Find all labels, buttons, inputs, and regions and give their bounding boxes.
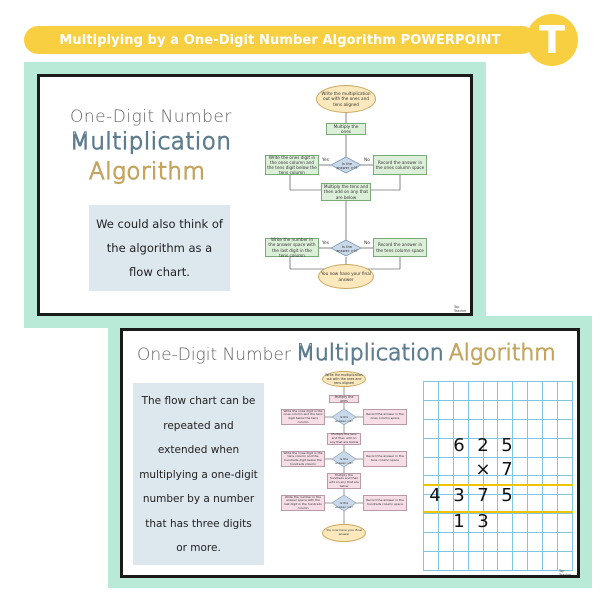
logo-letter: T <box>539 18 565 62</box>
flow-q1: Is the answer >9? <box>336 162 358 170</box>
decision-diamond-1 <box>331 408 357 426</box>
flow-q1: Is the answer >9? <box>335 415 353 423</box>
flow-q3: Is the answer >9? <box>335 501 353 509</box>
flow-right-1: Record the answer in the ones column spa… <box>363 409 407 425</box>
banner-title: Multiplying by a One-Digit Number Algori… <box>59 32 501 48</box>
slide2-frame: One-Digit Number Multiplication Algorith… <box>108 316 592 588</box>
note-line: that has three digits <box>145 517 252 530</box>
carry-line <box>423 511 573 513</box>
slide2-title-part1: One-Digit Number <box>137 345 291 365</box>
flow-yes-1: Yes <box>322 158 329 163</box>
flow-right-2: Record the answer in the tens column spa… <box>373 238 427 257</box>
carry-digit: 1 <box>453 511 465 532</box>
slide2-note: The flow chart can be repeated and exten… <box>133 383 264 565</box>
flow-start: Write the multiplication out with the on… <box>322 371 366 387</box>
note-line: repeated and <box>163 419 234 432</box>
carry-digit: 3 <box>477 511 489 532</box>
flow-step-multiply-hundreds: Multiply the hundreds and then add on an… <box>327 473 361 489</box>
flow-left-1: Write the ones digit in the ones column … <box>265 155 319 175</box>
digit: 2 <box>477 435 489 456</box>
digit: 3 <box>453 485 465 506</box>
note-line: multiplying a one-digit <box>139 468 258 481</box>
digit: 5 <box>501 435 513 456</box>
slide1-title-line1: One-Digit Number <box>70 107 232 127</box>
slide2-title-part2: Multiplication <box>295 340 444 366</box>
page-banner: Multiplying by a One-Digit Number Algori… <box>24 26 536 54</box>
decision-diamond-2 <box>330 239 362 257</box>
digit: 6 <box>453 435 465 456</box>
flow-right-3: Record the answer in the hundreds column… <box>363 495 407 511</box>
answer-line <box>423 484 573 486</box>
decision-diamond-2 <box>331 450 357 468</box>
digit: 5 <box>501 485 513 506</box>
flow-no-2: No <box>364 241 370 246</box>
digit: 4 <box>429 485 441 506</box>
note-line: flow chart. <box>129 265 190 279</box>
flow-left-2: Write the number in the answer space wit… <box>265 237 319 258</box>
slide1-watermark: Top Teacher <box>454 305 467 313</box>
note-line: or more. <box>176 542 221 554</box>
digit: 7 <box>477 485 489 506</box>
multiply-sign: × <box>475 459 491 480</box>
flowchart-connectors <box>289 113 401 270</box>
flow-left-2: Write the ones digit in the tens column … <box>281 451 325 467</box>
note-line: extended when <box>157 444 240 456</box>
flow-left-1: Write the ones digit in the ones column … <box>281 409 325 425</box>
note-line: number by a number <box>142 493 255 505</box>
flow-right-1: Record the answer in the ones column spa… <box>373 155 427 175</box>
flow-step-multiply-tens: Multiply the tens and then add on any th… <box>327 433 361 445</box>
flow-step-multiply-tens: Multiply the tens and then add on any th… <box>321 183 371 201</box>
slide1: One-Digit Number Multiplication Algorith… <box>37 74 473 316</box>
slide1-frame: One-Digit Number Multiplication Algorith… <box>24 62 486 328</box>
slide1-title-line2: Multiplication <box>69 128 232 155</box>
flowchart-connectors <box>325 387 363 524</box>
slide1-note: We could also think of the algorithm as … <box>89 205 230 291</box>
note-line: The flow chart can be <box>141 395 256 407</box>
digit: 7 <box>501 459 513 480</box>
flow-yes-2: Yes <box>322 241 329 246</box>
flow-step-multiply-ones: Multiply the ones <box>326 123 366 135</box>
flow-end: You now have your final answer <box>322 524 366 542</box>
slide1-flowchart: Write the multiplication out with the on… <box>250 83 470 313</box>
top-teacher-logo: T <box>526 14 578 66</box>
slide2: One-Digit Number Multiplication Algorith… <box>120 328 580 578</box>
slide2-flowchart: Write the multiplication out with the on… <box>267 371 417 575</box>
flow-left-3: Write the number in the answer space wit… <box>281 495 325 511</box>
slide2-watermark: Top Teacher <box>559 569 572 577</box>
slide2-title-part3: Algorithm <box>448 340 556 366</box>
flow-end: You now have your final answer <box>318 264 374 289</box>
note-line: the algorithm as a <box>106 241 213 255</box>
flow-right-2: Record the answer in the tens column spa… <box>363 451 407 467</box>
note-line: We could also think of <box>96 217 223 231</box>
decision-diamond-3 <box>331 494 357 512</box>
flow-q2: Is the answer >9? <box>335 457 353 465</box>
flow-no-1: No <box>364 158 370 163</box>
slide1-title-line3: Algorithm <box>88 158 206 185</box>
flow-q2: Is the answer >9? <box>336 245 358 253</box>
flow-start: Write the multiplication out with the on… <box>316 85 376 113</box>
slide2-title: One-Digit Number Multiplication Algorith… <box>137 340 556 366</box>
place-value-grid <box>423 381 573 571</box>
flow-step-multiply-ones: Multiply the ones <box>329 395 359 403</box>
decision-diamond-1 <box>330 156 362 174</box>
